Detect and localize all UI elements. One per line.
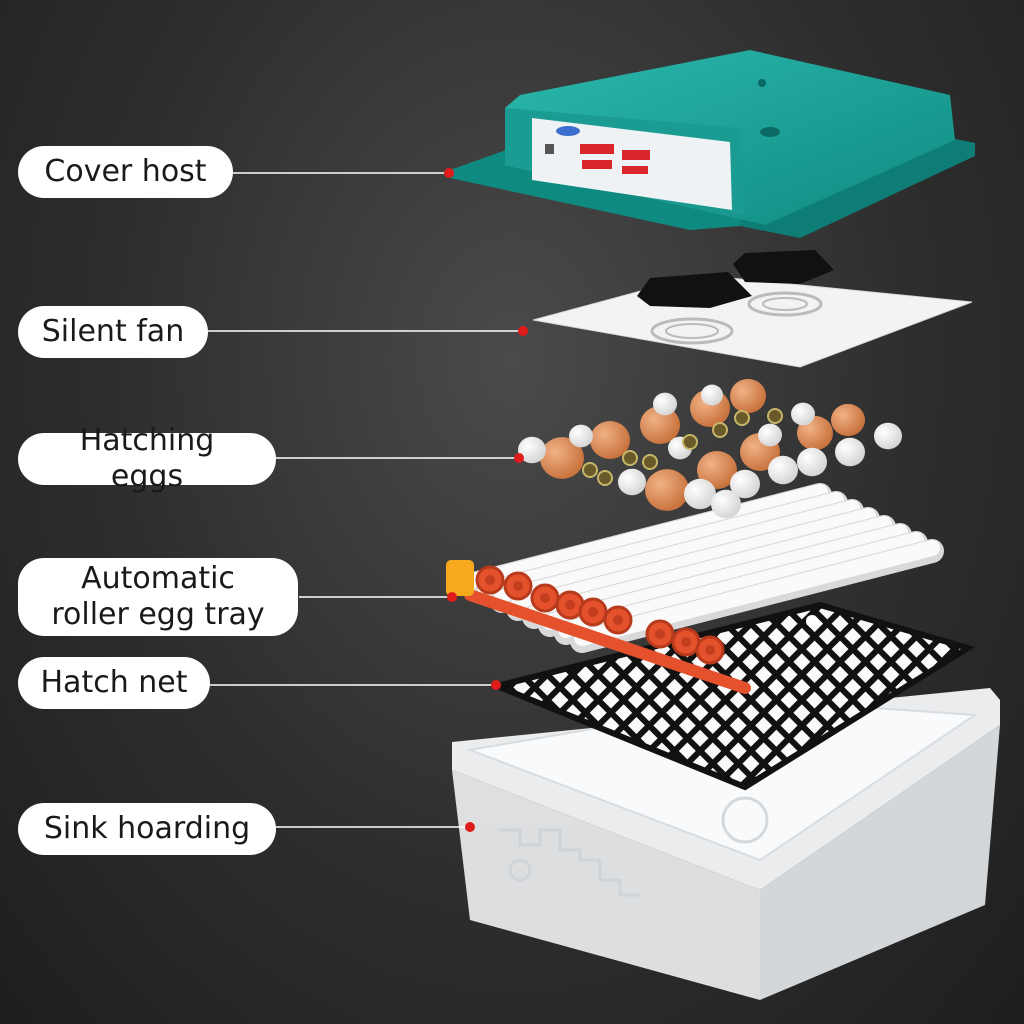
white-egg <box>711 489 741 519</box>
connector-dot <box>491 680 501 690</box>
connector-dot <box>514 453 524 463</box>
connector-dot <box>518 326 528 336</box>
egg-holder <box>767 408 783 424</box>
brown-egg <box>540 437 584 479</box>
white-egg <box>618 468 646 496</box>
connector-dot <box>447 592 457 602</box>
motor-block <box>446 560 474 596</box>
label-automatic-roller-egg-tray: Automatic roller egg tray <box>18 558 298 636</box>
cover-host-part <box>450 50 975 238</box>
brown-egg <box>590 421 630 459</box>
white-egg <box>758 423 782 447</box>
connector-dot <box>465 822 475 832</box>
egg-holder <box>682 434 698 450</box>
gear-shaft <box>464 589 751 694</box>
brown-egg <box>730 378 766 414</box>
connector-lines <box>208 168 528 832</box>
white-egg <box>797 447 827 477</box>
label-silent-fan: Silent fan <box>18 306 208 358</box>
egg-holder <box>734 410 750 426</box>
white-egg <box>730 469 760 499</box>
control-panel <box>532 118 732 210</box>
label-cover-host: Cover host <box>18 146 233 198</box>
hatching-eggs-part <box>518 378 902 519</box>
connector-dot <box>444 168 454 178</box>
brown-egg <box>640 406 680 444</box>
egg-holder <box>582 462 598 478</box>
white-egg <box>569 424 593 448</box>
label-sink-hoarding: Sink hoarding <box>18 803 276 855</box>
white-egg <box>874 422 902 450</box>
white-egg <box>518 436 546 464</box>
brown-egg <box>697 451 737 489</box>
white-egg <box>701 384 723 406</box>
label-hatching-eggs: Hatching eggs <box>18 423 276 494</box>
roller-egg-tray-part <box>446 483 944 694</box>
hatch-net-part <box>487 601 976 791</box>
white-egg <box>791 402 815 426</box>
egg-holder <box>597 470 613 486</box>
egg-holder <box>642 454 658 470</box>
egg-holder <box>712 422 728 438</box>
brown-egg <box>645 469 689 511</box>
white-egg <box>653 392 677 416</box>
silent-fan-part <box>532 250 973 368</box>
white-egg <box>835 437 865 467</box>
white-egg <box>684 478 716 510</box>
label-hatch-net: Hatch net <box>18 657 210 709</box>
brown-egg <box>831 403 865 437</box>
led-display <box>545 144 650 174</box>
egg-holder <box>622 450 638 466</box>
white-egg <box>768 455 798 485</box>
